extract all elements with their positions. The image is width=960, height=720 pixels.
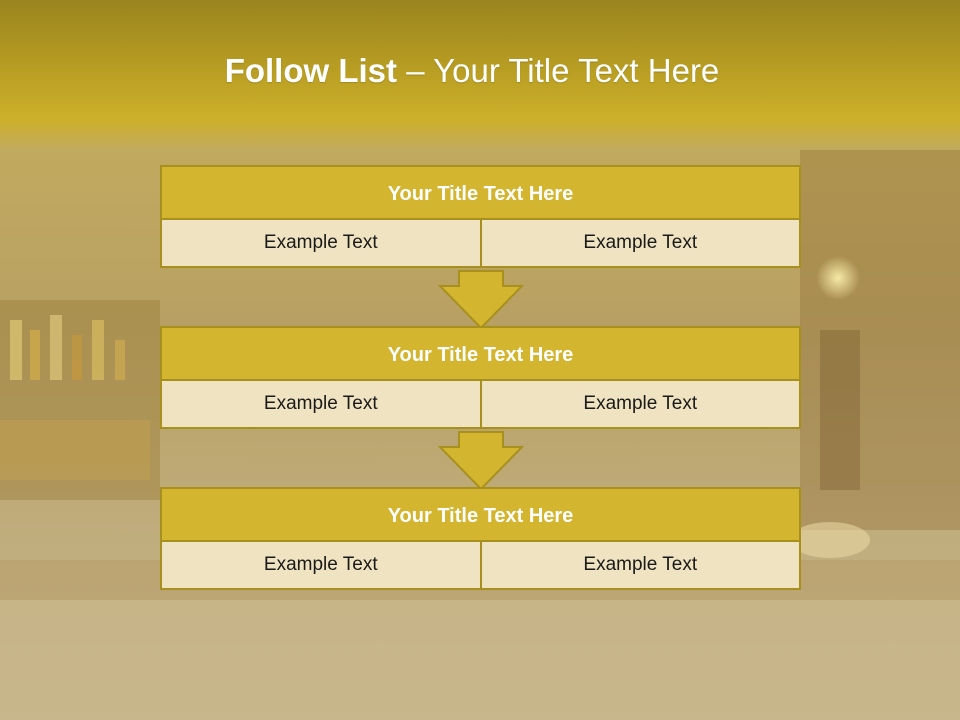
block-cell-right: Example Text	[479, 218, 801, 268]
slide-title-bold: Follow List	[224, 52, 398, 89]
block-cell-left: Example Text	[160, 379, 482, 429]
block-row: Example Text Example Text	[160, 540, 801, 590]
slide-title-rest: – Your Title Text Here	[397, 52, 720, 89]
down-arrow-icon	[438, 270, 524, 330]
down-arrow-icon	[438, 431, 524, 491]
slide-title: Follow List – Your Title Text Here	[0, 52, 944, 90]
follow-list-block-1: Your Title Text Here Example Text Exampl…	[160, 165, 801, 268]
block-cell-left: Example Text	[160, 218, 482, 268]
block-cell-left: Example Text	[160, 540, 482, 590]
follow-list-block-3: Your Title Text Here Example Text Exampl…	[160, 487, 801, 590]
block-row: Example Text Example Text	[160, 218, 801, 268]
block-cell-right: Example Text	[479, 540, 801, 590]
follow-list-block-2: Your Title Text Here Example Text Exampl…	[160, 326, 801, 429]
block-title: Your Title Text Here	[160, 165, 801, 220]
block-title: Your Title Text Here	[160, 487, 801, 542]
block-cell-right: Example Text	[479, 379, 801, 429]
header-band	[0, 0, 960, 150]
block-row: Example Text Example Text	[160, 379, 801, 429]
block-title: Your Title Text Here	[160, 326, 801, 381]
